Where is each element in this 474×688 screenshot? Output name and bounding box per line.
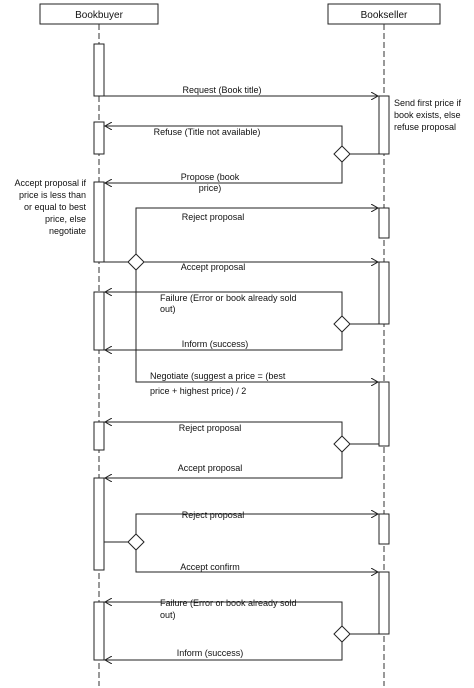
buyer-note-line-4: price, else xyxy=(45,214,86,224)
activation-bar xyxy=(378,381,390,447)
msg-propose-1: Propose (book xyxy=(181,172,240,182)
decision-diamond xyxy=(333,435,351,453)
participant-bookseller-label: Bookseller xyxy=(361,10,408,21)
buyer-note-line-2: price is less than xyxy=(19,190,86,200)
participant-bookbuyer: Bookbuyer xyxy=(39,3,159,25)
msg-reject3: Reject proposal xyxy=(182,510,245,520)
msg-request: Request (Book title) xyxy=(182,85,261,95)
decision-diamonds xyxy=(127,145,351,643)
msg-propose-2: price) xyxy=(199,183,222,193)
activation-bar xyxy=(93,181,105,263)
branch-lines xyxy=(104,125,379,661)
activation-bar xyxy=(378,95,390,155)
decision-diamond xyxy=(333,145,351,163)
msg-reject2: Reject proposal xyxy=(179,423,242,433)
activation-bar xyxy=(93,43,105,97)
activation-bar xyxy=(93,477,105,571)
msg-failure2-1: Failure (Error or book already sold xyxy=(160,598,297,608)
msg-failure2-2: out) xyxy=(160,610,176,620)
msg-accept-confirm: Accept confirm xyxy=(180,562,240,572)
activation-bars-seller xyxy=(378,95,390,635)
activation-bars-buyer xyxy=(93,43,105,661)
decision-diamond xyxy=(333,315,351,333)
msg-accept2: Accept proposal xyxy=(178,463,243,473)
activation-bar xyxy=(378,513,390,545)
decision-diamond xyxy=(127,533,145,551)
msg-negotiate-2: price + highest price) / 2 xyxy=(150,386,246,396)
activation-bar xyxy=(93,601,105,661)
buyer-note-line-1: Accept proposal if xyxy=(14,178,86,188)
msg-negotiate-1: Negotiate (suggest a price = (best xyxy=(150,371,286,381)
seller-note-line-1: Send first price if xyxy=(394,98,462,108)
msg-refuse: Refuse (Title not available) xyxy=(154,127,261,137)
activation-bar xyxy=(378,571,390,635)
seller-note-line-3: refuse proposal xyxy=(394,122,456,132)
seller-note-line-2: book exists, else xyxy=(394,110,461,120)
msg-failure1-1: Failure (Error or book already sold xyxy=(160,293,297,303)
participant-bookbuyer-label: Bookbuyer xyxy=(75,10,123,21)
activation-bar xyxy=(378,261,390,325)
msg-inform1: Inform (success) xyxy=(182,339,249,349)
msg-inform2: Inform (success) xyxy=(177,648,244,658)
buyer-note-line-3: or equal to best xyxy=(24,202,87,212)
activation-bar xyxy=(93,291,105,351)
decision-diamond xyxy=(127,253,145,271)
msg-reject1: Reject proposal xyxy=(182,212,245,222)
buyer-note-line-5: negotiate xyxy=(49,226,86,236)
activation-bar xyxy=(93,121,105,155)
msg-accept1: Accept proposal xyxy=(181,262,246,272)
activation-bar xyxy=(93,421,105,451)
message-arrows xyxy=(104,96,378,660)
decision-diamond xyxy=(333,625,351,643)
activation-bar xyxy=(378,207,390,239)
msg-failure1-2: out) xyxy=(160,304,176,314)
participant-bookseller: Bookseller xyxy=(327,3,441,25)
